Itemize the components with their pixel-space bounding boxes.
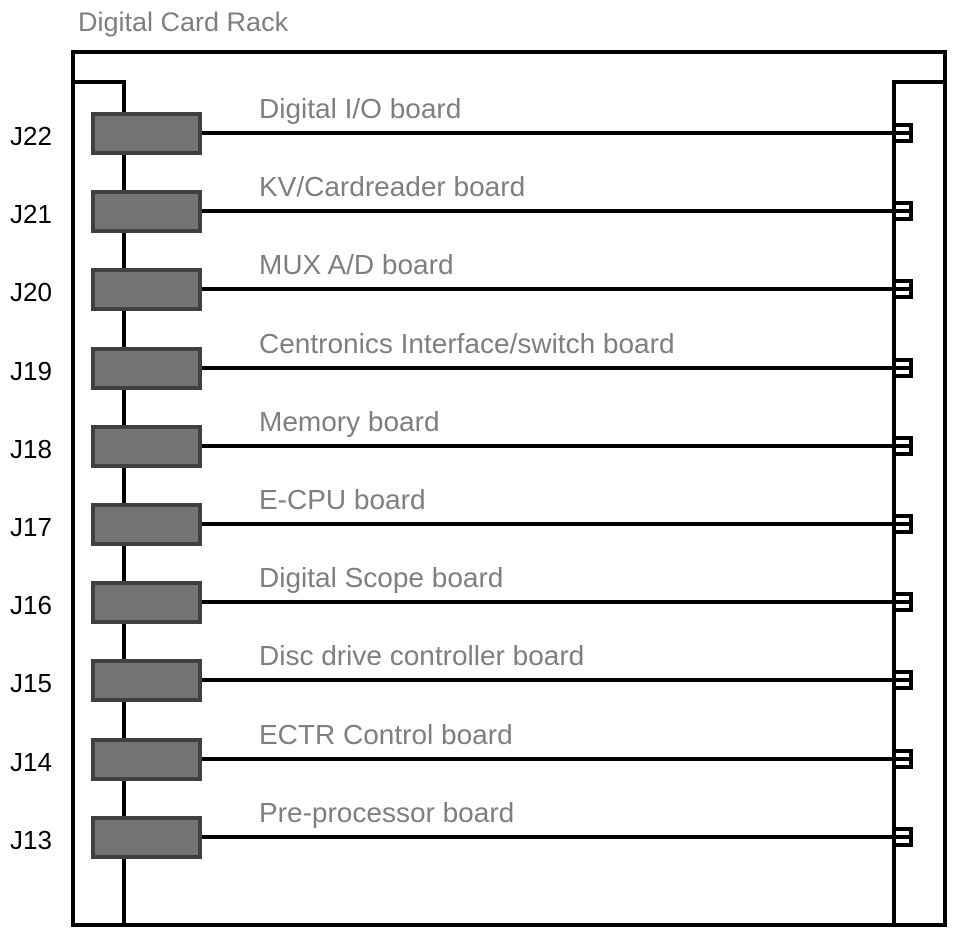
card-guide-notch (894, 358, 913, 378)
right-rail (892, 80, 945, 925)
card-slot: J17 E-CPU board (10, 484, 913, 546)
card-guide-notch (894, 592, 913, 612)
connector-block (91, 347, 202, 390)
connector-label: J15 (10, 668, 52, 698)
connector-label: J19 (10, 356, 52, 386)
board-label: MUX A/D board (259, 249, 454, 280)
card-guide-notch (894, 827, 913, 847)
card-slot: J14 ECTR Control board (10, 719, 913, 781)
card-slot: J16 Digital Scope board (10, 562, 913, 624)
connector-block (91, 503, 202, 546)
connector-block (91, 425, 202, 468)
board-label: Digital I/O board (259, 93, 461, 124)
card-slot: J19 Centronics Interface/switch board (10, 328, 913, 390)
connector-label: J14 (10, 747, 52, 777)
left-rail (73, 80, 126, 925)
card-guide-notch (894, 514, 913, 534)
connector-block (91, 581, 202, 624)
card-guide-notch (894, 670, 913, 690)
rack-frame (71, 50, 947, 927)
card-guide-notch (894, 436, 913, 456)
board-label: Pre-processor board (259, 797, 514, 828)
connector-block (91, 659, 202, 702)
connector-block (91, 268, 202, 311)
board-label: Memory board (259, 406, 440, 437)
rack-title: Digital Card Rack (78, 7, 289, 37)
connector-label: J18 (10, 434, 52, 464)
connector-label: J22 (10, 121, 52, 151)
board-label: KV/Cardreader board (259, 171, 525, 202)
board-label: Centronics Interface/switch board (259, 328, 675, 359)
card-slot: J18 Memory board (10, 406, 913, 468)
card-slot: J13 Pre-processor board (10, 797, 913, 859)
board-label: E-CPU board (259, 484, 426, 515)
card-guide-notch (894, 123, 913, 143)
board-label: Digital Scope board (259, 562, 503, 593)
card-guide-notch (894, 201, 913, 221)
connector-label: J13 (10, 825, 52, 855)
connector-label: J21 (10, 199, 52, 229)
connector-block (91, 816, 202, 859)
board-label: Disc drive controller board (259, 640, 584, 671)
connector-block (91, 112, 202, 155)
connector-label: J17 (10, 512, 52, 542)
connector-block (91, 738, 202, 781)
connector-label: J16 (10, 590, 52, 620)
card-slot: J22 Digital I/O board (10, 93, 913, 155)
card-guide-notch (894, 279, 913, 299)
connector-label: J20 (10, 277, 52, 307)
card-guide-notch (894, 749, 913, 769)
connector-block (91, 190, 202, 233)
card-slot: J21 KV/Cardreader board (10, 171, 913, 233)
card-slot: J20 MUX A/D board (10, 249, 913, 311)
card-slot: J15 Disc drive controller board (10, 640, 913, 702)
board-label: ECTR Control board (259, 719, 513, 750)
